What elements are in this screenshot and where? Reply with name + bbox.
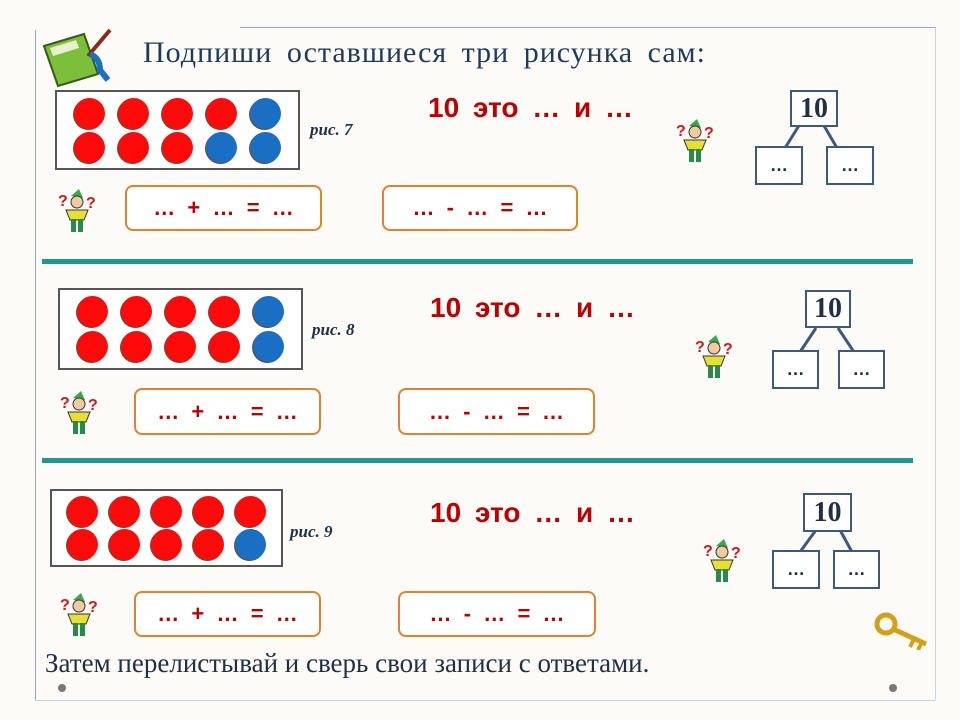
blue-counter-dot xyxy=(253,296,285,327)
blue-counter-dot xyxy=(206,131,238,163)
blue-counter-dot xyxy=(234,529,266,560)
svg-text:?: ? xyxy=(88,397,98,414)
red-counter-dot xyxy=(120,296,152,327)
gnome-question-icon: ?? xyxy=(60,390,98,441)
red-counter-dot xyxy=(109,496,141,527)
dot-frame-fig8 xyxy=(58,288,303,370)
tree-connector xyxy=(783,123,839,149)
key-icon[interactable] xyxy=(874,610,934,650)
red-counter-dot xyxy=(234,496,266,527)
red-counter-dot xyxy=(73,131,105,163)
svg-text:?: ? xyxy=(58,193,68,210)
addition-box[interactable]: … + … = … xyxy=(125,185,322,231)
svg-text:?: ? xyxy=(723,341,733,358)
figure-label: рис. 8 xyxy=(312,320,355,339)
blue-counter-dot xyxy=(250,97,282,129)
tree-top-box: 10 xyxy=(790,90,838,127)
red-counter-dot xyxy=(164,331,196,362)
gnome-question-icon: ?? xyxy=(60,592,98,643)
tree-right-box[interactable]: … xyxy=(826,146,874,185)
statement: 10 это … и … xyxy=(430,292,636,323)
tree-right-box[interactable]: … xyxy=(838,350,885,389)
red-counter-dot xyxy=(206,97,238,129)
red-counter-dot xyxy=(150,529,182,560)
red-counter-dot xyxy=(164,296,196,327)
tree-top-box: 10 xyxy=(805,290,851,328)
statement: 10 это … и … xyxy=(428,92,634,123)
svg-text:?: ? xyxy=(60,395,70,412)
svg-text:?: ? xyxy=(695,339,705,356)
svg-text:?: ? xyxy=(676,123,686,140)
red-counter-dot xyxy=(120,331,152,362)
addition-box[interactable]: … + … = … xyxy=(134,591,321,637)
statement: 10 это … и … xyxy=(430,497,636,528)
frame-border xyxy=(240,27,935,28)
red-counter-dot xyxy=(76,296,108,327)
gnome-question-icon: ?? xyxy=(58,188,96,239)
book-writing-icon xyxy=(42,28,112,88)
subtraction-box[interactable]: … - … = … xyxy=(398,388,595,435)
dot-frame-fig7 xyxy=(55,90,300,170)
subtraction-box[interactable]: … - … = … xyxy=(398,591,596,637)
gnome-question-icon: ?? xyxy=(703,538,741,589)
footer-instruction: Затем перелистывай и сверь свои записи с… xyxy=(45,648,650,678)
svg-text:?: ? xyxy=(703,543,713,560)
red-counter-dot xyxy=(73,97,105,129)
corner-dot xyxy=(58,684,66,692)
red-counter-dot xyxy=(117,97,149,129)
dot-frame-fig9 xyxy=(50,489,283,567)
red-counter-dot xyxy=(161,131,193,163)
tree-connector xyxy=(798,529,854,553)
gnome-question-icon: ?? xyxy=(676,118,714,169)
svg-text:?: ? xyxy=(60,597,70,614)
separator-line xyxy=(42,458,913,463)
red-counter-dot xyxy=(161,97,193,129)
blue-counter-dot xyxy=(253,331,285,362)
tree-connector xyxy=(798,327,856,353)
gnome-question-icon: ?? xyxy=(695,334,733,385)
red-counter-dot xyxy=(67,529,99,560)
tree-left-box[interactable]: … xyxy=(755,146,803,185)
frame-border xyxy=(935,27,936,700)
svg-text:?: ? xyxy=(704,125,714,142)
corner-dot xyxy=(889,684,897,692)
red-counter-dot xyxy=(209,296,241,327)
red-counter-dot xyxy=(109,529,141,560)
subtraction-box[interactable]: … - … = … xyxy=(382,185,578,231)
figure-label: рис. 7 xyxy=(310,120,353,139)
tree-top-box: 10 xyxy=(803,493,852,532)
red-counter-dot xyxy=(67,496,99,527)
figure-label: рис. 9 xyxy=(290,522,333,541)
blue-counter-dot xyxy=(250,131,282,163)
page-title: Подпиши оставшиеся три рисунка сам: xyxy=(143,36,706,69)
red-counter-dot xyxy=(150,496,182,527)
tree-left-box[interactable]: … xyxy=(772,550,820,589)
red-counter-dot xyxy=(117,131,149,163)
svg-text:?: ? xyxy=(88,599,98,616)
frame-border xyxy=(35,30,36,700)
red-counter-dot xyxy=(192,529,224,560)
svg-text:?: ? xyxy=(731,545,741,562)
red-counter-dot xyxy=(209,331,241,362)
addition-box[interactable]: … + … = … xyxy=(134,388,321,435)
frame-border xyxy=(35,700,935,701)
svg-text:?: ? xyxy=(86,195,96,212)
separator-line xyxy=(42,259,913,264)
red-counter-dot xyxy=(192,496,224,527)
tree-left-box[interactable]: … xyxy=(772,350,819,389)
tree-right-box[interactable]: … xyxy=(833,550,880,589)
red-counter-dot xyxy=(76,331,108,362)
